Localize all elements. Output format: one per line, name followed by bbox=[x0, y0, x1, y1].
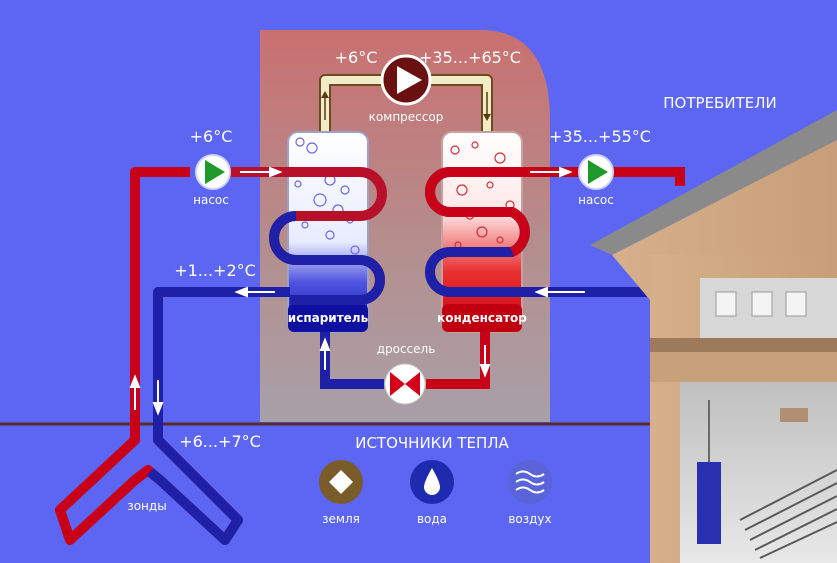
evaporator-coil bbox=[225, 167, 387, 305]
pump-right-temp: +35...+55°C bbox=[549, 127, 651, 146]
consumers-title: ПОТРЕБИТЕЛИ bbox=[663, 94, 776, 112]
evaporator-label: испаритель bbox=[288, 311, 369, 325]
compressor-temp-out: +35...+65°C bbox=[419, 48, 521, 67]
source-air-label: воздух bbox=[508, 512, 551, 526]
water-drop-icon bbox=[424, 468, 440, 495]
house bbox=[590, 110, 837, 563]
underfloor-heating-icon bbox=[739, 469, 837, 559]
condenser-label-plate bbox=[442, 304, 522, 332]
condenser-coil bbox=[425, 167, 640, 297]
source-water: вода bbox=[410, 460, 454, 526]
compressor-label: компрессор bbox=[369, 110, 444, 124]
condenser-tank bbox=[441, 131, 523, 333]
pump-left-icon bbox=[195, 154, 231, 190]
air-waves-icon bbox=[515, 470, 545, 494]
source-water-label: вода bbox=[417, 512, 447, 526]
condenser-label: конденсатор bbox=[437, 311, 527, 325]
throttle-label: дроссель bbox=[377, 342, 436, 356]
evaporator-label-plate bbox=[288, 304, 368, 332]
ground-probe-pipes bbox=[55, 167, 290, 545]
compressor-temp-in: +6°C bbox=[335, 48, 378, 67]
source-air: воздух bbox=[508, 460, 552, 526]
diamond-icon bbox=[329, 470, 353, 494]
boiler-tank-icon bbox=[697, 462, 721, 544]
radiator-icon bbox=[715, 291, 807, 317]
pump-right-icon bbox=[578, 154, 614, 190]
pump-left-temp: +6°C bbox=[190, 127, 233, 146]
return-temp: +1...+2°C bbox=[174, 261, 256, 280]
sources-title: ИСТОЧНИКИ ТЕПЛА bbox=[355, 434, 509, 452]
compressor-icon bbox=[380, 54, 432, 106]
pump-right-label: насос bbox=[578, 193, 614, 207]
probes-label: зонды bbox=[127, 499, 166, 513]
source-earth-label: земля bbox=[322, 512, 360, 526]
flow-arrows bbox=[129, 166, 585, 416]
source-earth: земля bbox=[319, 460, 363, 526]
throttle-valve-icon bbox=[384, 363, 426, 405]
probe-temp: +6...+7°C bbox=[179, 432, 261, 451]
pump-left-label: насос bbox=[193, 193, 229, 207]
flow-arrows-compressor bbox=[321, 91, 491, 121]
